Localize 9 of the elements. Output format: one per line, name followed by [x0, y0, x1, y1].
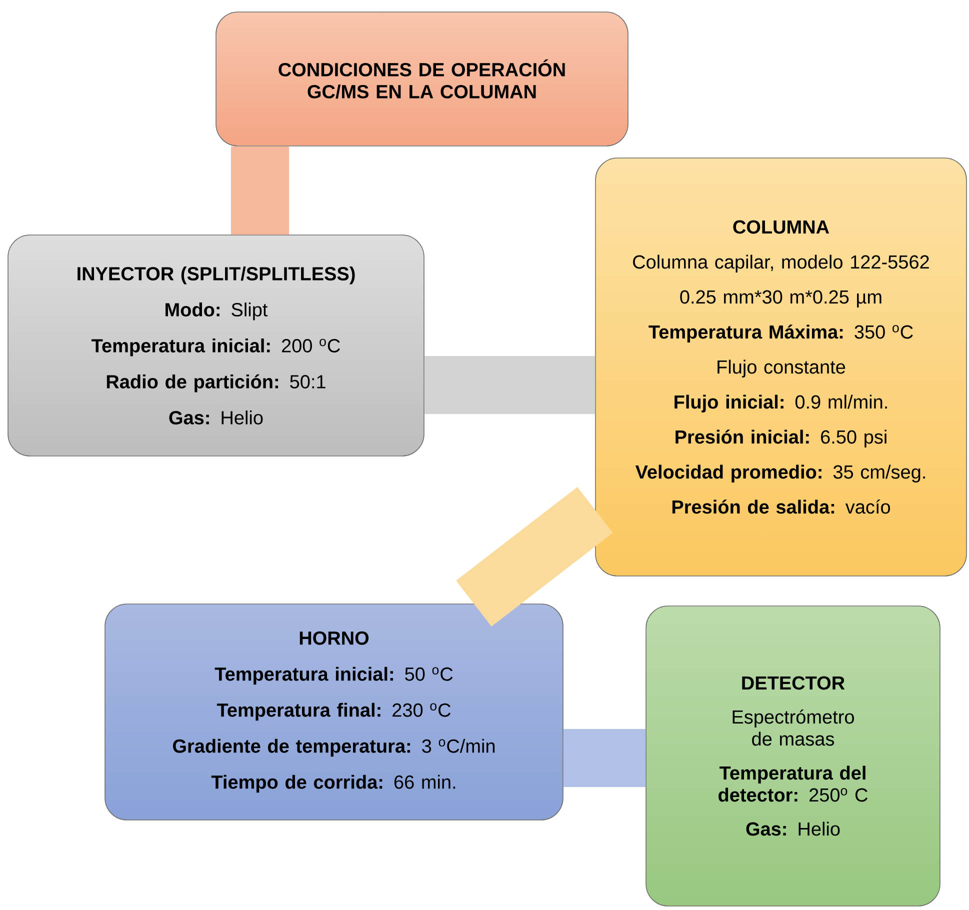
connector-band [456, 486, 613, 627]
info-box: HORNO Temperatura inicial: 50 $^{o}$C Temperatura final: 230 $^{o}$C Gradiente de temperatura: 3 $^{o}$C/min Tiempo de corrida: 66 min. [104, 604, 564, 820]
title-box: CONDICIONES DE OPERACIÓN GC/MS EN LA COLUMAN [216, 12, 628, 146]
connector-band [424, 356, 596, 414]
info-box: DETECTOR Espectrómetro de masas Temperatura del detector: 250$^{o}$ C Gas: Helio [646, 606, 940, 906]
info-box: INYECTOR (SPLIT/SPLITLESS) Modo: Slipt Temperatura inicial: 200 $^{o}$C Radio de partición: 50:1 Gas: Helio [8, 234, 424, 456]
connector-band [563, 728, 646, 787]
connector-band [231, 146, 289, 235]
info-box: COLUMNA Columna capilar, modelo 122-5562 0.25 mm*30 m*0.25 µm Temperatura Máxima: 350 $^{o}$C Flujo constante Flujo inicial: 0.9 ml/min. Presión inicial: 6.50 psi Velocidad promedio: 35 cm/seg. Presión de salida: vacío [595, 158, 967, 576]
